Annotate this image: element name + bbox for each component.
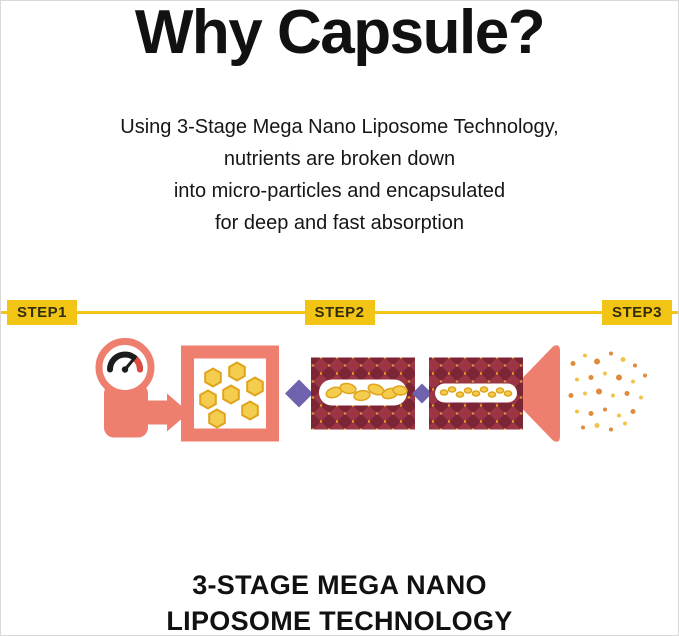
footer-title: 3-STAGE MEGA NANO LIPOSOME TECHNOLOGY (1, 567, 678, 636)
footer-title-line-2: LIPOSOME TECHNOLOGY (166, 606, 513, 636)
mixing-chamber-icon (181, 345, 279, 442)
step1-badge: STEP1 (7, 300, 78, 325)
arrow-diamond-small-icon (412, 383, 432, 404)
footer-title-line-1: 3-STAGE MEGA NANO (192, 570, 487, 600)
spray-funnel-icon (523, 345, 560, 442)
description-line-3: into micro-particles and encapsulated (173, 180, 506, 202)
arrow-diamond-icon (285, 379, 313, 408)
pressure-gauge-icon (95, 338, 189, 438)
process-illustration (95, 338, 647, 442)
step3-badge: STEP3 (601, 300, 672, 325)
description-line-2: nutrients are broken down (223, 148, 456, 170)
description: Using 3-Stage Mega Nano Liposome Technol… (1, 111, 678, 239)
nano-tube-1-icon (311, 357, 415, 430)
description-line-1: Using 3-Stage Mega Nano Liposome Technol… (120, 116, 559, 138)
page-title: Why Capsule? (134, 0, 546, 67)
steps-row: STEP1 STEP2 STEP3 (1, 300, 678, 326)
step2-badge: STEP2 (304, 300, 375, 325)
description-line-4: for deep and fast absorption (214, 212, 465, 234)
particle-spray-icon (568, 351, 647, 432)
nano-tube-2-icon (429, 357, 523, 430)
